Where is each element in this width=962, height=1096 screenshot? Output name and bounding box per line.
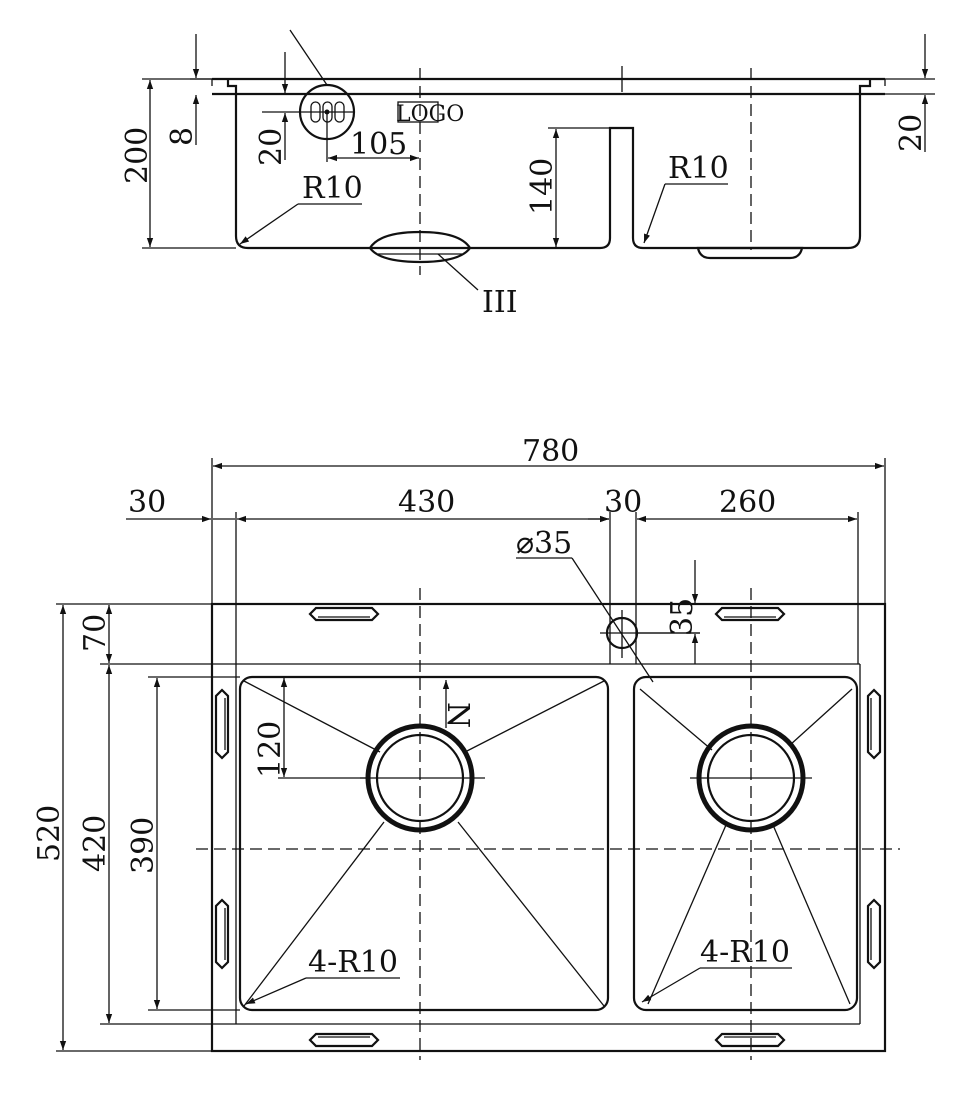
side-drain-left: [368, 230, 472, 264]
big-bowl-slopes: [243, 680, 605, 1007]
dim-30-mid: 30: [604, 485, 642, 520]
small-bowl: [632, 675, 859, 1012]
r10-left: R10: [302, 171, 363, 206]
r10-small-leader: [641, 967, 701, 1003]
logo-text: LOGO: [396, 102, 464, 127]
dim-420: 420: [78, 815, 113, 872]
dim-105: 105: [350, 127, 407, 162]
top-view: N 780 30 430 30 260 ⌀35 35 520: [32, 434, 900, 1060]
dim-70: 70: [78, 614, 113, 652]
north-mark: N: [440, 702, 475, 728]
dim-430: 430: [398, 485, 455, 520]
logo-box: [397, 101, 439, 123]
overflow-leader: [289, 29, 328, 86]
r10-small: 4-R10: [700, 935, 790, 970]
big-bowl: [238, 675, 610, 1012]
side-drain-right: [696, 246, 804, 260]
side-left-lip: [226, 79, 238, 94]
drain-leader: [437, 253, 479, 291]
dim-520: 520: [32, 805, 67, 862]
tap-hole-leader: [571, 557, 654, 683]
dim-20: 20: [254, 128, 289, 166]
dim-20r: 20: [894, 114, 929, 152]
top-outer-outline: [210, 602, 887, 1053]
dim-780: 780: [522, 434, 579, 469]
drain-label: III: [482, 285, 518, 320]
mounting-clips: [214, 606, 882, 1048]
r10-big-leader: [245, 977, 307, 1005]
dim-390: 390: [126, 817, 161, 874]
dim-140: 140: [525, 158, 560, 215]
r10-left-leader: [239, 203, 299, 245]
side-view: LOGO III 200 8 20 105 R10: [120, 29, 935, 320]
side-bowl-outline: [234, 94, 862, 250]
dim-200: 200: [120, 127, 155, 184]
dim-120: 120: [253, 721, 288, 778]
dim-35: 35: [665, 598, 700, 636]
dim-tap-hole: ⌀35: [516, 526, 572, 561]
side-right-lip: [858, 79, 872, 94]
dim-260: 260: [719, 485, 776, 520]
r10-big: 4-R10: [308, 945, 398, 980]
dim-8: 8: [165, 127, 200, 146]
small-bowl-slopes: [639, 688, 853, 1005]
dim-30-left: 30: [128, 485, 166, 520]
r10-right-leader: [643, 183, 666, 244]
r10-right: R10: [668, 151, 729, 186]
